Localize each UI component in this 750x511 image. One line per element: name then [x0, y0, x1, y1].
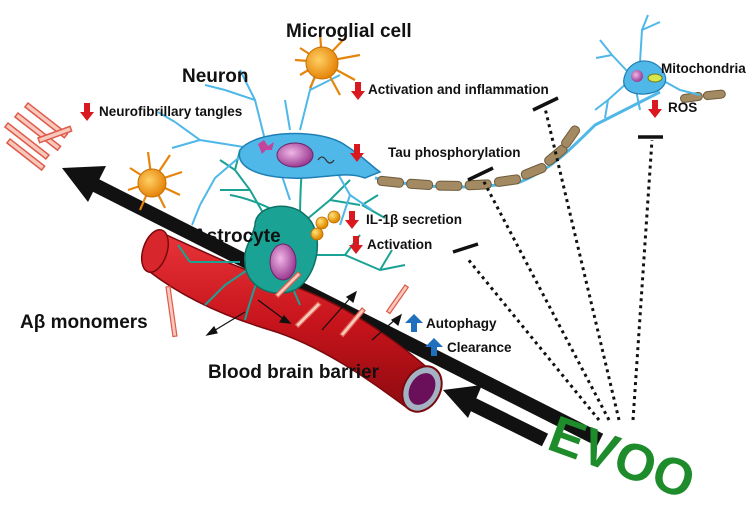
- effect-activation-inflammation: Activation and inflammation: [368, 82, 549, 97]
- abeta-monomer-sticks-icon: [165, 271, 410, 338]
- effect-neurofibrillary-tangles: Neurofibrillary tangles: [99, 104, 243, 119]
- diagram-canvas: [3, 14, 726, 447]
- abeta-monomers-label: Aβ monomers: [20, 312, 148, 333]
- down-arrow-ros-icon: [648, 100, 662, 118]
- tau-squiggle-icon: [317, 156, 335, 164]
- neuron-label: Neuron: [182, 66, 249, 87]
- mitochondria-label: Mitochondria: [661, 61, 746, 76]
- up-arrow-clearance-icon: [425, 338, 443, 356]
- neuron-nucleus-icon: [276, 142, 314, 168]
- astrocyte-nucleus-icon: [269, 243, 297, 281]
- effect-activation: Activation: [367, 237, 433, 252]
- il1b-vesicles-icon: [310, 210, 341, 241]
- down-arrow-il1b-icon: [345, 211, 359, 229]
- microglial-body-top-icon: [305, 46, 339, 80]
- astrocyte-label: Astrocyte: [193, 226, 281, 247]
- down-arrow-activation-icon: [349, 236, 363, 254]
- microglial-body-left-icon: [137, 168, 167, 198]
- evoo-inhibition-lines-icon: [465, 107, 654, 421]
- neuron-dendrites-icon: [157, 59, 373, 226]
- down-arrow-tau-icon: [350, 144, 364, 162]
- up-arrow-autophagy-icon: [405, 314, 423, 332]
- abeta-fibrils-icon: [3, 101, 73, 172]
- evoo-entry-arrow-icon: [443, 385, 549, 447]
- mitochondria-neuron-icon: [594, 14, 701, 119]
- microglial-cell-label: Microglial cell: [286, 21, 412, 42]
- blood-brain-barrier-label: Blood brain barrier: [208, 362, 380, 383]
- effect-ros: ROS: [668, 100, 698, 115]
- neurofibrillary-tangle-icon: [258, 140, 274, 154]
- down-arrow-activation-inflammation-icon: [351, 82, 365, 100]
- effect-autophagy: Autophagy: [426, 316, 497, 331]
- inhibition-bars-icon: [452, 96, 663, 254]
- axon-myelin-icon: [374, 89, 726, 191]
- evoo-neuroprotection-diagram: Microglial cell Neuron Mitochondria Astr…: [3, 14, 746, 511]
- effect-clearance: Clearance: [447, 340, 512, 355]
- efflux-arrows-icon: [205, 290, 402, 341]
- down-arrow-neurofibrillary-icon: [80, 103, 94, 121]
- mitochondrion-organelle-icon: [647, 73, 663, 83]
- effect-tau-phosphorylation: Tau phosphorylation: [388, 145, 521, 160]
- effect-il1b-secretion: IL-1β secretion: [366, 212, 463, 227]
